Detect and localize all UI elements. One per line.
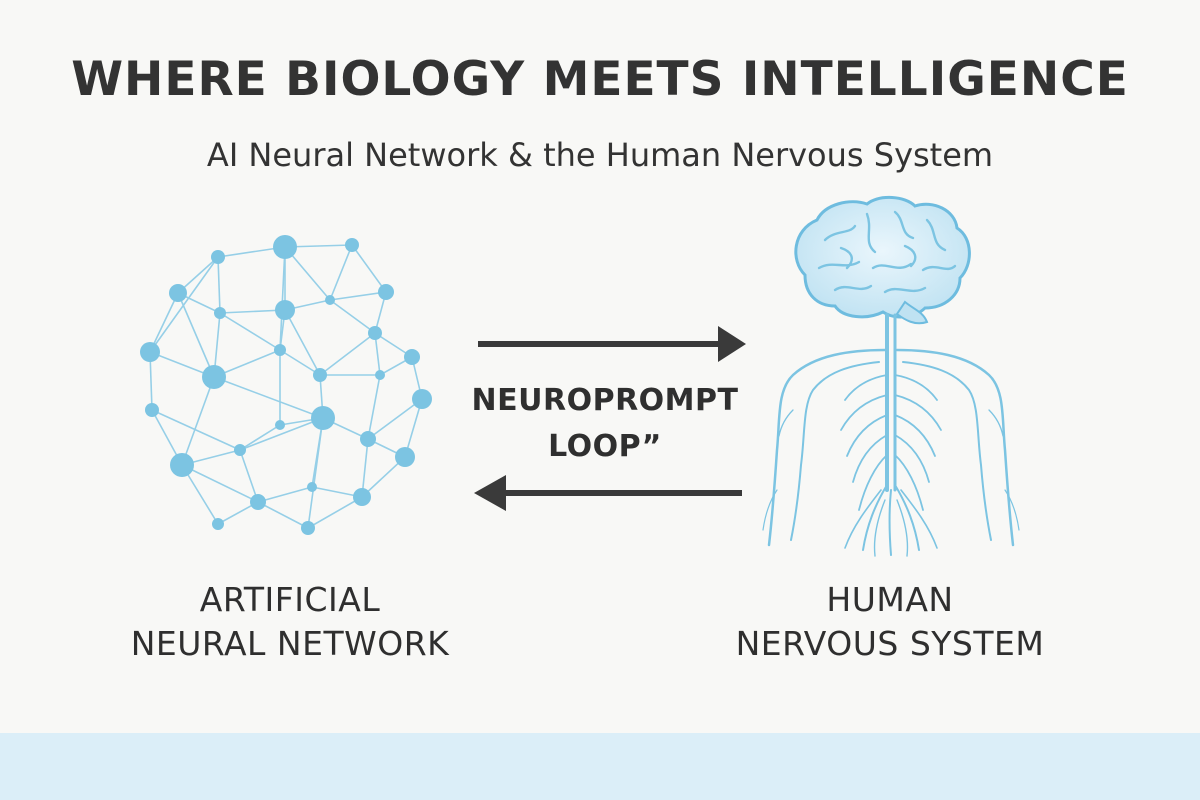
network-node — [273, 235, 297, 259]
network-edge — [217, 256, 221, 314]
page-subtitle: AI Neural Network & the Human Nervous Sy… — [206, 136, 994, 174]
network-node — [412, 389, 432, 409]
network-node — [169, 284, 187, 302]
network-edge — [307, 496, 363, 529]
network-edge — [404, 398, 423, 458]
network-node — [404, 349, 420, 365]
network-node — [145, 403, 159, 417]
network-edge — [284, 309, 321, 376]
network-node — [345, 238, 359, 252]
network-node — [375, 370, 385, 380]
network-node — [214, 307, 226, 319]
network-edge — [181, 464, 259, 503]
network-edge — [329, 299, 376, 334]
network-node — [395, 447, 415, 467]
network-edge — [181, 376, 215, 466]
network-node — [360, 431, 376, 447]
network-edge — [239, 424, 281, 451]
network-edge — [219, 309, 286, 314]
network-node — [301, 521, 315, 535]
network-edge — [151, 409, 241, 451]
network-edge — [239, 417, 324, 451]
left-caption-line1: ARTIFICIAL — [199, 580, 381, 619]
network-node — [274, 344, 286, 356]
network-node — [202, 365, 226, 389]
network-edge — [367, 374, 381, 440]
loop-label-line1: NEUROPROMPT — [471, 383, 739, 418]
network-node — [234, 444, 246, 456]
network-node — [275, 420, 285, 430]
network-node — [353, 488, 371, 506]
network-edge — [219, 312, 281, 351]
network-node — [378, 284, 394, 300]
neuroprompt-loop-label: NEUROPROMPT LOOP” — [455, 378, 755, 470]
network-node — [140, 342, 160, 362]
arrow-right-icon — [478, 326, 746, 362]
network-node — [212, 518, 224, 530]
network-edge — [279, 246, 286, 351]
network-node — [311, 406, 335, 430]
network-edge — [374, 332, 381, 376]
brain-icon — [794, 196, 971, 325]
network-node — [325, 295, 335, 305]
network-edge — [149, 292, 179, 353]
network-edge — [367, 398, 423, 440]
artificial-neural-network-caption: ARTIFICIAL NEURAL NETWORK — [90, 578, 490, 666]
network-edge — [319, 332, 376, 376]
network-edge — [307, 417, 324, 529]
footer-band — [0, 733, 1200, 800]
network-edge — [351, 244, 387, 293]
network-edge — [279, 349, 321, 376]
human-nervous-system-icon — [762, 196, 1020, 557]
right-caption-line2: NERVOUS SYSTEM — [735, 624, 1045, 663]
network-edge — [329, 291, 387, 301]
page-title: WHERE BIOLOGY MEETS INTELLIGENCE — [71, 52, 1129, 107]
network-edge — [149, 256, 219, 353]
network-node — [368, 326, 382, 340]
human-nervous-system-caption: HUMAN NERVOUS SYSTEM — [690, 578, 1090, 666]
network-edge — [239, 449, 259, 503]
network-edge — [257, 501, 309, 529]
network-node — [170, 453, 194, 477]
network-node — [275, 300, 295, 320]
loop-arrows — [474, 326, 746, 511]
arrow-left-icon — [474, 475, 742, 511]
network-node — [307, 482, 317, 492]
network-node — [313, 368, 327, 382]
loop-label-line2: LOOP” — [548, 429, 662, 464]
right-caption-line1: HUMAN — [826, 580, 954, 619]
network-edge — [177, 292, 215, 378]
left-caption-line2: NEURAL NETWORK — [130, 624, 450, 663]
spinal-cord-icon — [762, 313, 1020, 557]
network-edge — [257, 486, 313, 503]
network-edge — [361, 438, 369, 498]
network-edge — [213, 376, 324, 419]
network-edge — [329, 244, 353, 301]
neural-network-icon — [140, 235, 432, 535]
network-node — [250, 494, 266, 510]
network-node — [211, 250, 225, 264]
